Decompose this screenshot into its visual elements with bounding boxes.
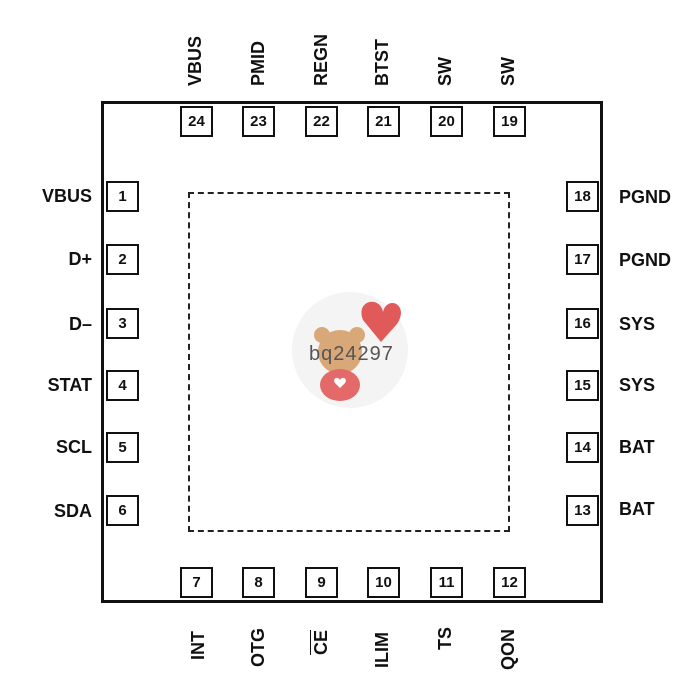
pin-24-label: VBUS	[185, 35, 205, 86]
pin-12-label: QON	[498, 628, 518, 670]
pin-10-label: ILIM	[372, 632, 392, 668]
pin-7-label: INT	[188, 631, 208, 660]
pin-1-label: VBUS	[41, 186, 92, 206]
pin-2-label: D+	[68, 249, 92, 269]
pin-17-number: 17	[566, 244, 599, 275]
pin-10-number: 10	[367, 567, 400, 598]
pin-21-label: BTST	[372, 39, 392, 86]
pin-21-number: 21	[367, 106, 400, 137]
pin-23-label: PMID	[248, 41, 268, 86]
pin-19-label: SW	[498, 57, 518, 86]
pin-6-number: 6	[106, 495, 139, 526]
pin-16-number: 16	[566, 308, 599, 339]
pin-15-number: 15	[566, 370, 599, 401]
pin-8-number: 8	[242, 567, 275, 598]
pin-8-label: OTG	[248, 628, 268, 667]
pin-4-label: STAT	[47, 375, 92, 395]
pin-4-number: 4	[106, 370, 139, 401]
pin-16-label: SYS	[619, 314, 656, 334]
pin-14-label: BAT	[619, 437, 655, 457]
pin-20-number: 20	[430, 106, 463, 137]
pin-19-number: 19	[493, 106, 526, 137]
pin-5-label: SCL	[56, 437, 92, 457]
pin-17-label: PGND	[619, 250, 672, 270]
bear-heart-watermark-icon	[292, 292, 408, 408]
pin-13-label: BAT	[619, 499, 655, 519]
pin-7-number: 7	[180, 567, 213, 598]
pin-14-number: 14	[566, 432, 599, 463]
pin-22-label: REGN	[311, 33, 331, 86]
pin-6-label: SDA	[53, 501, 92, 521]
pin-12-number: 12	[493, 567, 526, 598]
pin-18-number: 18	[566, 181, 599, 212]
pin-1-number: 1	[106, 181, 139, 212]
pin-20-label: SW	[435, 57, 455, 86]
pin-9-label: CE	[311, 629, 331, 655]
thermal-pad-outline	[188, 192, 510, 532]
pin-5-number: 5	[106, 432, 139, 463]
pin-11-label: TS	[435, 626, 455, 650]
pin-11-number: 11	[430, 567, 463, 598]
pin-22-number: 22	[305, 106, 338, 137]
pin-23-number: 23	[242, 106, 275, 137]
watermark-label: bq24297	[309, 343, 394, 365]
pin-15-label: SYS	[619, 375, 656, 395]
pin-2-number: 2	[106, 244, 139, 275]
pin-3-number: 3	[106, 308, 139, 339]
pin-13-number: 13	[566, 495, 599, 526]
pin-3-label: D–	[68, 314, 92, 334]
pin-18-label: PGND	[619, 187, 672, 207]
pin-9-number: 9	[305, 567, 338, 598]
pin-24-number: 24	[180, 106, 213, 137]
